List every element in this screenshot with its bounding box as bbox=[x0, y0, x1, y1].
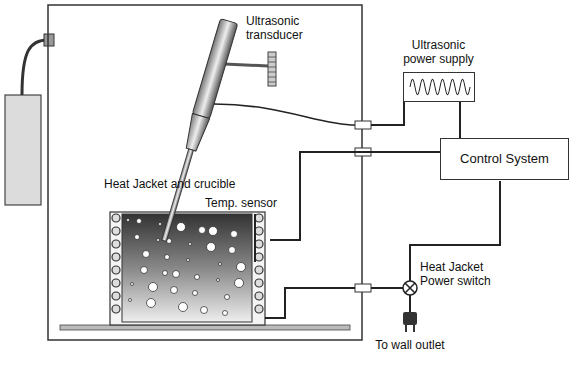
heating-coil bbox=[255, 292, 263, 300]
heading-label: Ultrasonic power supply bbox=[395, 38, 482, 66]
box-label: Control System bbox=[460, 152, 549, 166]
heating-coil bbox=[112, 214, 120, 222]
cavitation-bubble bbox=[165, 255, 170, 260]
cavitation-bubble bbox=[157, 239, 160, 242]
cavitation-bubble bbox=[195, 275, 200, 280]
supply-wire bbox=[371, 100, 404, 125]
cavitation-bubble bbox=[207, 243, 216, 252]
transducer-cable bbox=[214, 104, 355, 125]
heating-coil bbox=[112, 292, 120, 300]
cavitation-bubble bbox=[199, 227, 206, 234]
heating-coil bbox=[255, 305, 263, 313]
cavitation-bubble bbox=[129, 299, 132, 302]
plug-prongs bbox=[406, 325, 414, 332]
heat-jacket bbox=[110, 212, 265, 325]
heating-coil bbox=[255, 279, 263, 287]
gas-cylinder bbox=[5, 95, 41, 205]
cavitation-bubble bbox=[179, 303, 188, 312]
cavitation-bubble bbox=[143, 251, 150, 258]
wire bbox=[459, 102, 461, 138]
heating-coil bbox=[255, 253, 263, 261]
cavitation-bubble bbox=[235, 279, 244, 288]
floor-plate bbox=[60, 325, 350, 330]
cavitation-bubble bbox=[193, 291, 198, 296]
cavitation-bubble bbox=[219, 263, 222, 266]
cavitation-bubble bbox=[223, 311, 228, 316]
cavitation-bubble bbox=[171, 287, 178, 294]
switch-symbol bbox=[403, 281, 417, 295]
heating-coil bbox=[112, 305, 120, 313]
plug-wire bbox=[409, 295, 411, 312]
wire bbox=[270, 152, 440, 240]
heating-coil bbox=[112, 227, 120, 235]
heating-coil bbox=[255, 266, 263, 274]
cavitation-bubble bbox=[229, 247, 236, 254]
power-supply: Ultrasonic power supply bbox=[395, 38, 482, 102]
heating-coil bbox=[255, 240, 263, 248]
waveform bbox=[404, 73, 473, 100]
cavitation-bubble bbox=[217, 279, 220, 282]
heating-coil bbox=[112, 279, 120, 287]
switch-wire bbox=[371, 287, 403, 289]
part-label: Temp. sensor bbox=[205, 196, 283, 210]
cavitation-bubble bbox=[135, 235, 140, 240]
cavitation-bubble bbox=[159, 223, 162, 226]
control-box: Control System bbox=[440, 138, 569, 180]
cavitation-bubble bbox=[137, 219, 142, 224]
cavitation-bubble bbox=[127, 219, 130, 222]
part-label: To wall outlet bbox=[368, 338, 452, 352]
part-label: Heat Jacket Power switch bbox=[420, 260, 502, 288]
connector bbox=[355, 284, 371, 292]
cavitation-bubble bbox=[163, 271, 168, 276]
power-supply-box bbox=[403, 72, 475, 102]
cavitation-bubble bbox=[147, 299, 156, 308]
enclosure bbox=[48, 5, 362, 340]
heating-coil bbox=[112, 240, 120, 248]
clamp-rack bbox=[268, 52, 276, 86]
plug bbox=[403, 312, 417, 325]
part-label: Ultrasonic transducer bbox=[246, 14, 318, 42]
clamp-arm bbox=[224, 64, 268, 66]
switch-cross bbox=[405, 283, 415, 293]
cavitation-bubble bbox=[177, 223, 186, 232]
connector bbox=[355, 121, 371, 129]
cavitation-bubble bbox=[209, 227, 218, 236]
cavitation-bubble bbox=[201, 307, 208, 314]
temp-probe bbox=[254, 214, 256, 262]
cavitation-bubble bbox=[149, 283, 158, 292]
fitting bbox=[44, 34, 54, 46]
cavitation-bubble bbox=[187, 259, 190, 262]
cavitation-bubble bbox=[189, 243, 192, 246]
cavitation-bubble bbox=[237, 263, 246, 272]
crucible bbox=[122, 214, 252, 322]
cavitation-bubble bbox=[225, 295, 230, 300]
jacket-wire bbox=[265, 288, 355, 318]
cavitation-bubble bbox=[141, 267, 148, 274]
cavitation-bubble bbox=[173, 271, 180, 278]
heating-coil bbox=[255, 214, 263, 222]
heating-coil bbox=[112, 253, 120, 261]
cavitation-bubble bbox=[231, 231, 238, 238]
heating-coil bbox=[112, 266, 120, 274]
cable bbox=[22, 40, 48, 95]
heading-label: Heat Jacket and crucible bbox=[104, 177, 266, 191]
cavitation-bubble bbox=[131, 283, 134, 286]
heating-coil bbox=[255, 227, 263, 235]
